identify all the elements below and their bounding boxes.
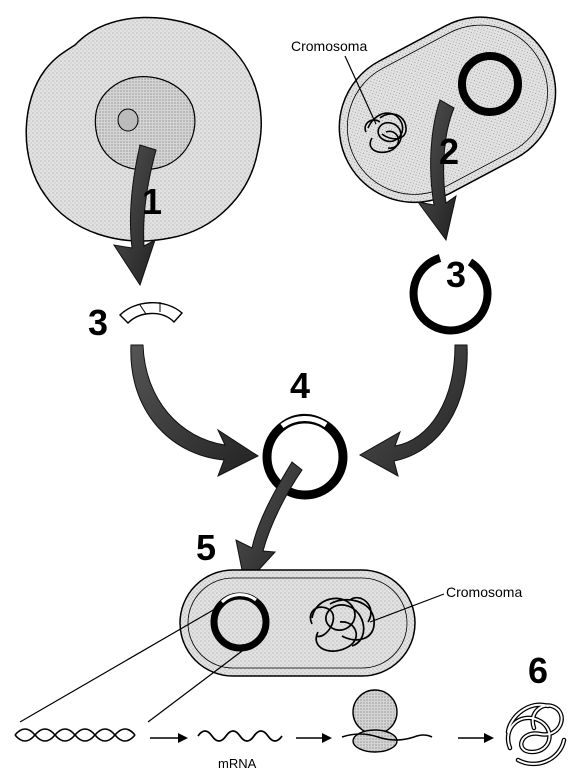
arrow-ribosome-to-protein [458, 733, 494, 743]
chromosome-label-top: Cromosoma [291, 38, 367, 54]
arrow-plasmid-to-recombinant [360, 345, 467, 476]
transformed-bacterium-icon [180, 570, 415, 676]
step-3-plasmid-number: 3 [446, 254, 466, 295]
arrow-mrna-to-ribosome [296, 733, 332, 743]
step-2-number: 2 [439, 131, 459, 172]
mrna-label: mRNA [218, 756, 257, 771]
step-4-number: 4 [290, 365, 310, 406]
step-1-number: 1 [142, 181, 162, 222]
mrna-strand-icon [198, 731, 282, 741]
ribosome-icon [342, 690, 432, 752]
step-5-number: 5 [196, 527, 216, 568]
step-3-fragment-number: 3 [88, 302, 108, 343]
dna-helix-icon [15, 729, 135, 741]
recombinant-plasmid-icon [267, 414, 343, 495]
gene-fragment-icon [120, 302, 182, 323]
step-6-number: 6 [528, 650, 548, 691]
arrow-fragment-to-recombinant [131, 345, 258, 476]
chromosome-label-bottom: Cromosoma [446, 584, 522, 600]
arrow-step-5 [236, 462, 302, 585]
arrow-dna-to-mrna [150, 733, 188, 743]
